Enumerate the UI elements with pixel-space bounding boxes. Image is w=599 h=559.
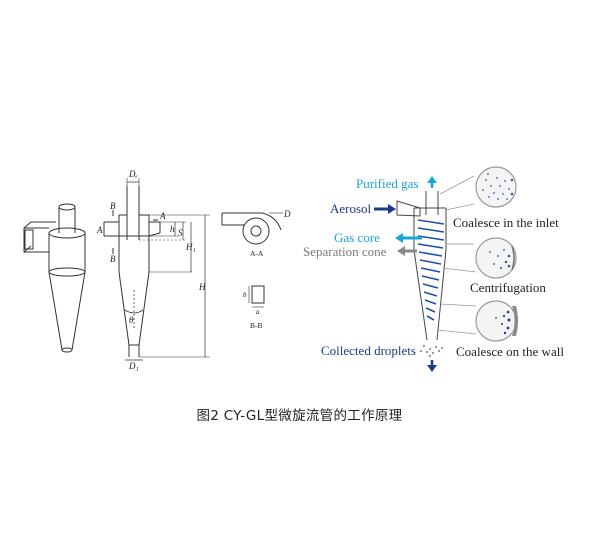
dim-label-diameter: D — [283, 209, 291, 219]
dim-label-a: a — [256, 308, 260, 316]
view-bb-label: B-B — [250, 321, 263, 330]
section-a-left-label: A — [96, 225, 103, 235]
cyclone-3d-sketch — [23, 203, 86, 353]
label-coalesce-wall: Coalesce on the wall — [456, 344, 564, 359]
label-centrifugation: Centrifugation — [470, 280, 546, 295]
aerosol-arrow — [374, 204, 396, 214]
section-a-right-label: A — [159, 211, 166, 221]
dim-label-b: b — [243, 291, 247, 299]
dim-label-h: h — [170, 224, 175, 234]
dim-label-s: S — [178, 228, 183, 238]
figure-caption: 图2 CY-GL型微旋流管的工作原理 — [196, 408, 403, 424]
cyclone-cross-section — [103, 178, 210, 361]
section-b-bottom-label: B — [110, 254, 116, 264]
label-collected-droplets: Collected droplets — [321, 343, 416, 358]
collected-droplets-arrow — [427, 360, 437, 372]
section-view-bb — [248, 285, 265, 308]
collected-droplet-dots — [420, 345, 443, 357]
dim-label-de: Dₑ — [128, 169, 138, 179]
dim-label-big-h: H — [198, 282, 206, 292]
callout-inlet — [439, 166, 517, 211]
section-view-aa — [221, 212, 283, 245]
micro-cyclone-tube — [396, 191, 447, 341]
label-purified-gas: Purified gas — [356, 176, 418, 191]
gas-core-arrow — [395, 233, 422, 243]
dim-label-d1: D₁ — [128, 361, 139, 371]
view-aa-label: A-A — [250, 249, 264, 258]
dim-label-theta: θ — [129, 315, 134, 325]
label-aerosol: Aerosol — [330, 201, 372, 216]
label-gas-core: Gas core — [334, 230, 380, 245]
label-separation-cone: Separation cone — [303, 244, 387, 259]
callout-centrifugation — [442, 237, 517, 279]
separation-cone-arrow — [397, 246, 417, 256]
section-b-top-label: B — [110, 201, 116, 211]
label-coalesce-inlet: Coalesce in the inlet — [453, 215, 559, 230]
purified-gas-arrow — [427, 176, 437, 188]
spiral-flow — [417, 219, 445, 321]
dim-label-h1: H₁ — [185, 242, 196, 252]
callout-wall — [437, 300, 518, 342]
